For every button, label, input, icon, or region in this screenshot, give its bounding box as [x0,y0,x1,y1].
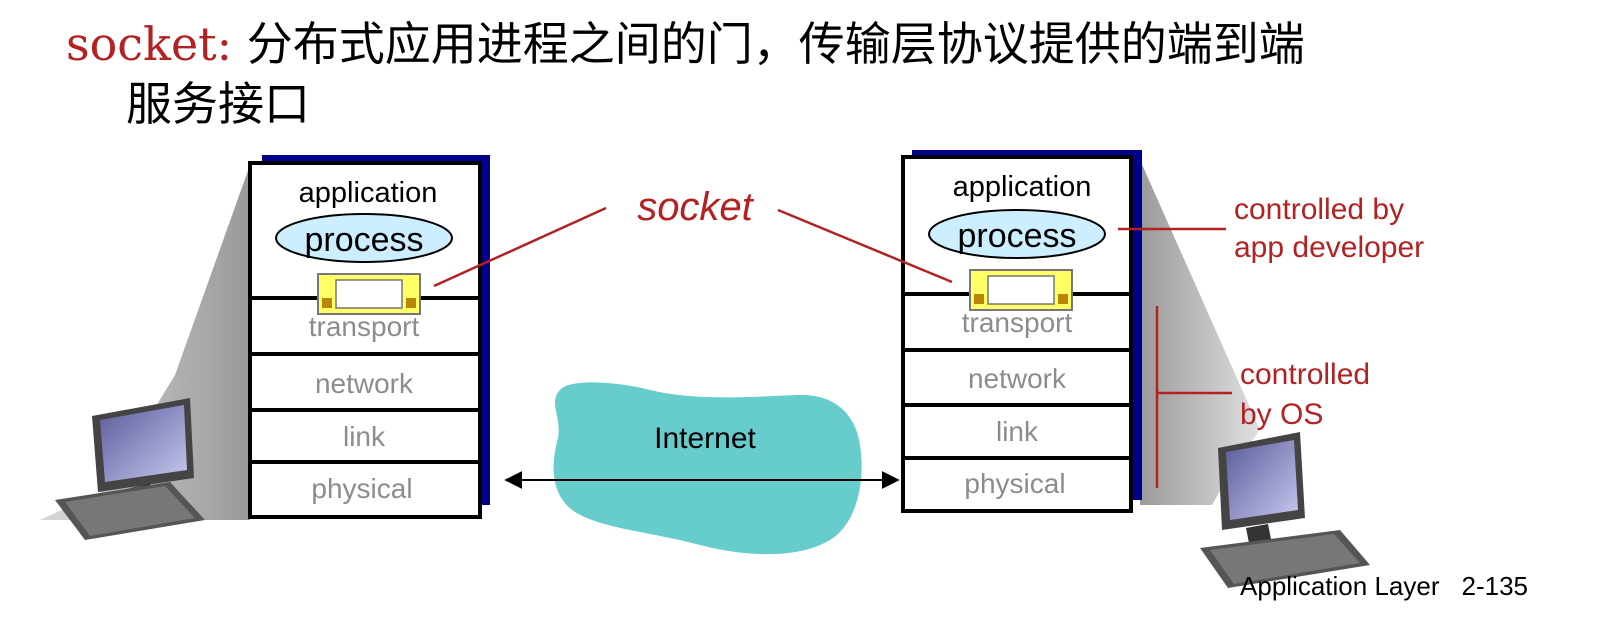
right-application-label: application [953,171,1092,203]
title-keyword: socket: [66,17,233,71]
right-link-label: link [996,416,1039,447]
right-physical-label: physical [964,468,1065,499]
socket-callout-label: socket [637,185,754,229]
left-network-label: network [315,368,414,399]
left-application-label: application [299,177,438,209]
os-line2: by OS [1240,398,1323,431]
left-transport-label: transport [309,311,420,342]
title-line2: 服务接口 [126,77,310,131]
right-host-beam [1140,160,1260,505]
app-developer-line2: app developer [1234,231,1424,264]
left-link-label: link [343,421,386,452]
footer-page-number: 2-135 [1461,571,1529,601]
left-physical-label: physical [311,473,412,504]
right-socket-door [969,269,1073,311]
left-host-beam [40,165,250,520]
internet-label: Internet [654,422,756,455]
right-transport-label: transport [962,307,1073,338]
left-socket-door [317,273,421,315]
right-computer-icon [1200,432,1370,588]
right-network-label: network [968,363,1067,394]
right-protocol-stack: application process transport network li… [901,150,1142,513]
left-process-label: process [304,221,423,259]
left-computer-icon [55,398,205,540]
socket-pointer-right [777,208,953,284]
app-developer-line1: controlled by [1234,193,1404,226]
socket-pointer-left [433,206,607,288]
internet-cloud [553,382,862,555]
footer-section-name: Application Layer [1240,571,1440,601]
slide-footer: Application Layer 2-135 [1240,571,1528,602]
left-protocol-stack: application process transport network li… [248,155,490,519]
slide-title: socket: 分布式应用进程之间的门，传输层协议提供的端到端 服务接口 [66,14,1305,134]
title-line1: 分布式应用进程之间的门，传输层协议提供的端到端 [232,17,1305,71]
os-line1: controlled [1240,358,1370,391]
right-process-label: process [957,217,1076,255]
